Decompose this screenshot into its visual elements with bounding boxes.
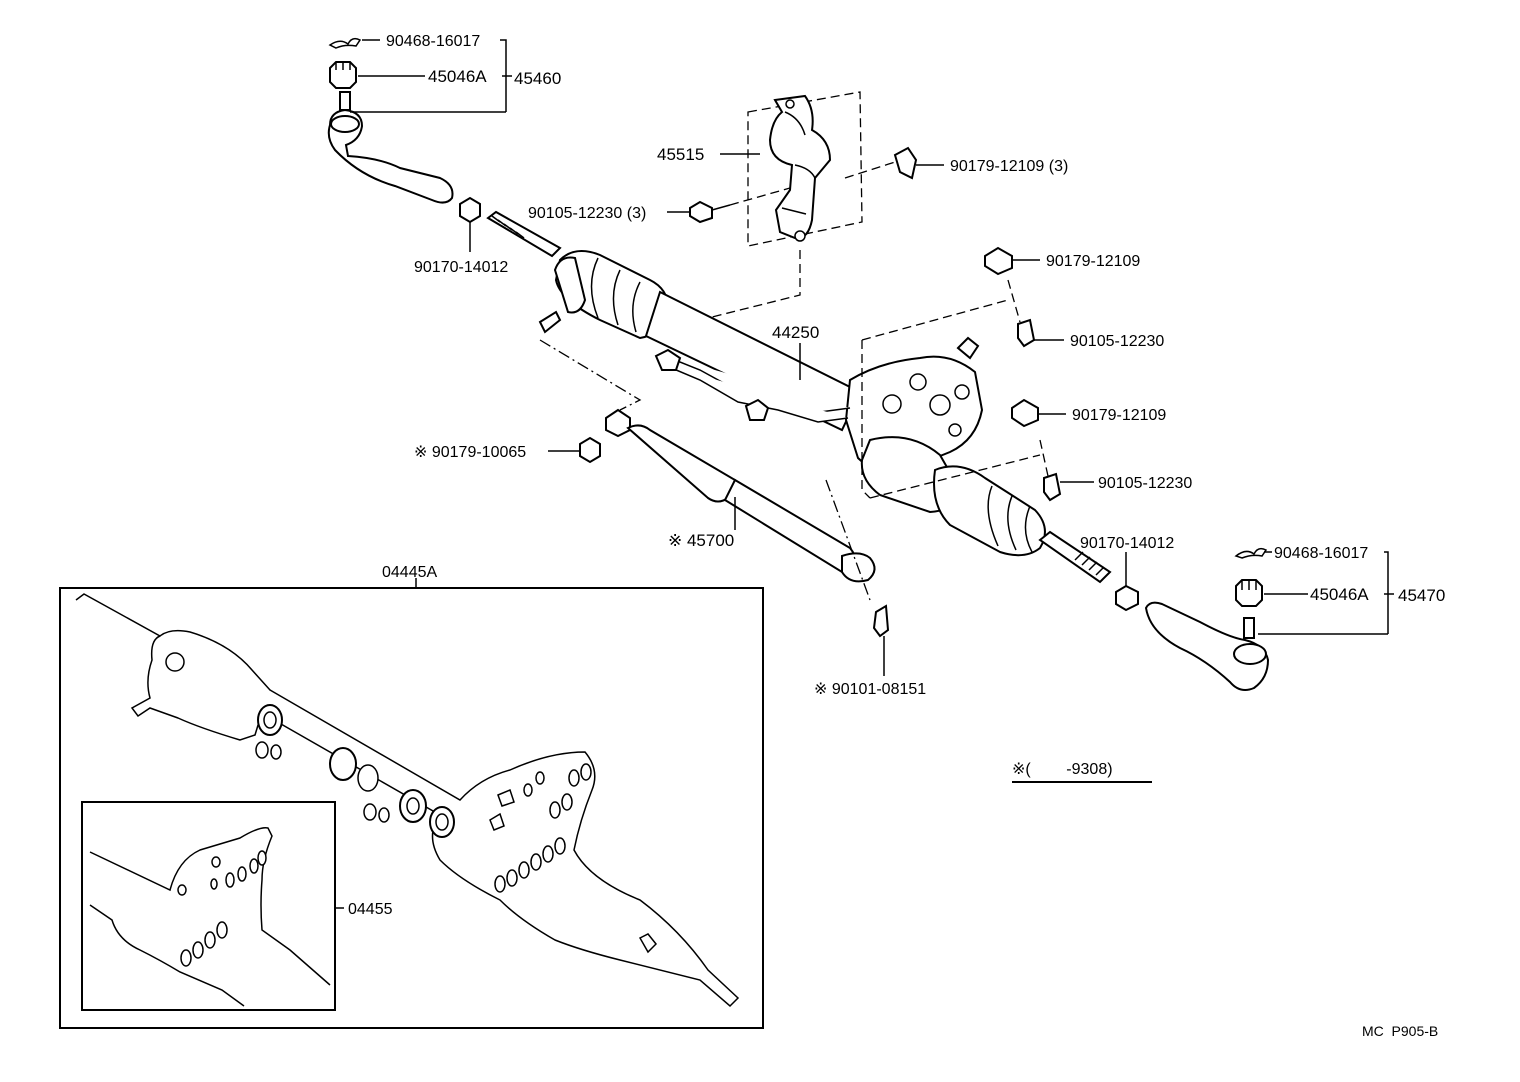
boot-right	[933, 465, 1046, 557]
bracket	[768, 94, 832, 240]
label-castle-nut-right: 45046A	[1310, 585, 1369, 604]
left-leaders	[350, 39, 512, 252]
damper-group	[539, 339, 890, 676]
label-castle-nut-left: 45046A	[428, 67, 487, 86]
rack-tube	[644, 290, 862, 432]
label-bolt-mid: 90105-12230	[1098, 475, 1192, 492]
label-seal-kit: 04455	[348, 901, 393, 918]
label-clip-mid: 90179-12109	[1072, 407, 1166, 424]
left-tie-rod-end-group	[327, 37, 562, 258]
label-tie-rod-end-left: 45460	[514, 69, 561, 88]
label-clip-upper: 90179-12109	[1046, 253, 1140, 270]
label-bracket-clip: 90179-12109 (3)	[950, 158, 1068, 175]
clip-mid	[1011, 398, 1039, 428]
cotter-pin-right	[1234, 547, 1268, 559]
tie-rod-end-left	[327, 108, 454, 204]
label-gasket-kit: 04445A	[382, 564, 437, 581]
damper-bolt	[872, 604, 890, 638]
bolt-upper	[1017, 318, 1036, 348]
damper-body	[626, 424, 737, 503]
bracket-clip	[893, 146, 918, 180]
label-bracket-bolt: 90105-12230 (3)	[528, 205, 646, 222]
label-cotter-pin-left: 90468-16017	[386, 33, 480, 50]
bracket-bolt	[689, 200, 713, 224]
bracket-group	[667, 91, 944, 321]
right-tie-rod-end-group	[1115, 547, 1394, 691]
gear-housing-group	[538, 250, 1112, 584]
seal-kit-box	[81, 801, 336, 1011]
label-damper-bolt: ※ 90101-08151	[814, 681, 926, 698]
label-code: MC P905-B	[1362, 1023, 1438, 1039]
lock-nut-right	[1115, 584, 1139, 612]
right-small-parts	[984, 246, 1094, 502]
nut-damper	[579, 436, 601, 464]
damper-bushing-top	[605, 408, 631, 438]
label-lock-nut-right: 90170-14012	[1080, 535, 1174, 552]
tie-rod-end-right	[1144, 601, 1270, 691]
bolt-mid	[1043, 472, 1062, 502]
lock-nut-left	[459, 196, 481, 224]
clip-upper	[984, 246, 1013, 276]
label-nut-damper: ※ 90179-10065	[414, 444, 526, 461]
gasket-kit-box	[59, 578, 764, 1029]
label-bolt-upper: 90105-12230	[1070, 333, 1164, 350]
label-damper: ※ 45700	[668, 531, 734, 550]
label-bracket: 45515	[657, 145, 704, 164]
label-gear-assy: 44250	[772, 323, 819, 342]
cotter-pin-left	[328, 37, 362, 49]
label-tie-rod-end-right: 45470	[1398, 586, 1445, 605]
kit-seal-2	[329, 747, 357, 781]
label-lock-nut-left: 90170-14012	[414, 259, 508, 276]
label-note: ※( -9308)	[1012, 761, 1113, 778]
label-cotter-pin-right: 90468-16017	[1274, 545, 1368, 562]
kit-orings	[489, 763, 592, 893]
